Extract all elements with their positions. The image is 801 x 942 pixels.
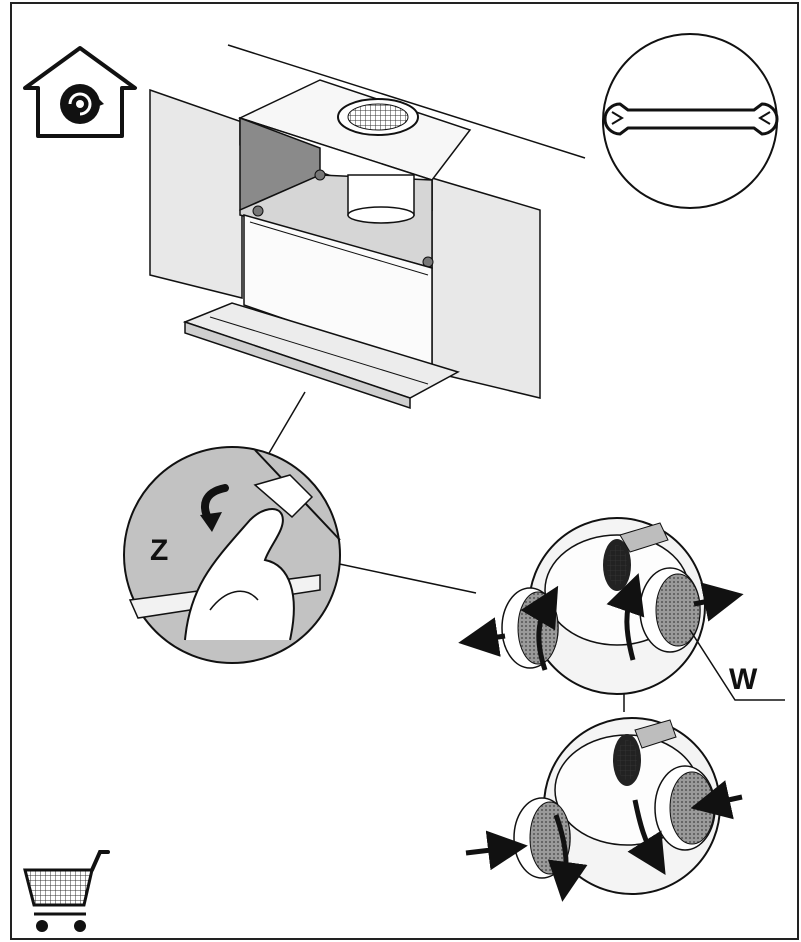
shopping-cart-icon <box>23 850 110 932</box>
cabinet-illustration <box>149 44 586 410</box>
zoom-detail-filters-removed <box>458 517 785 701</box>
zoom-detail-release <box>123 446 341 664</box>
leader-line <box>264 391 306 461</box>
zoom-detail-filters-inserted <box>465 717 743 902</box>
recirculation-house-icon <box>23 46 137 138</box>
callout-label-w: W <box>729 663 758 696</box>
callout-label-z: Z <box>150 534 169 567</box>
leader-line <box>329 561 477 594</box>
wrench-icon <box>602 33 779 209</box>
